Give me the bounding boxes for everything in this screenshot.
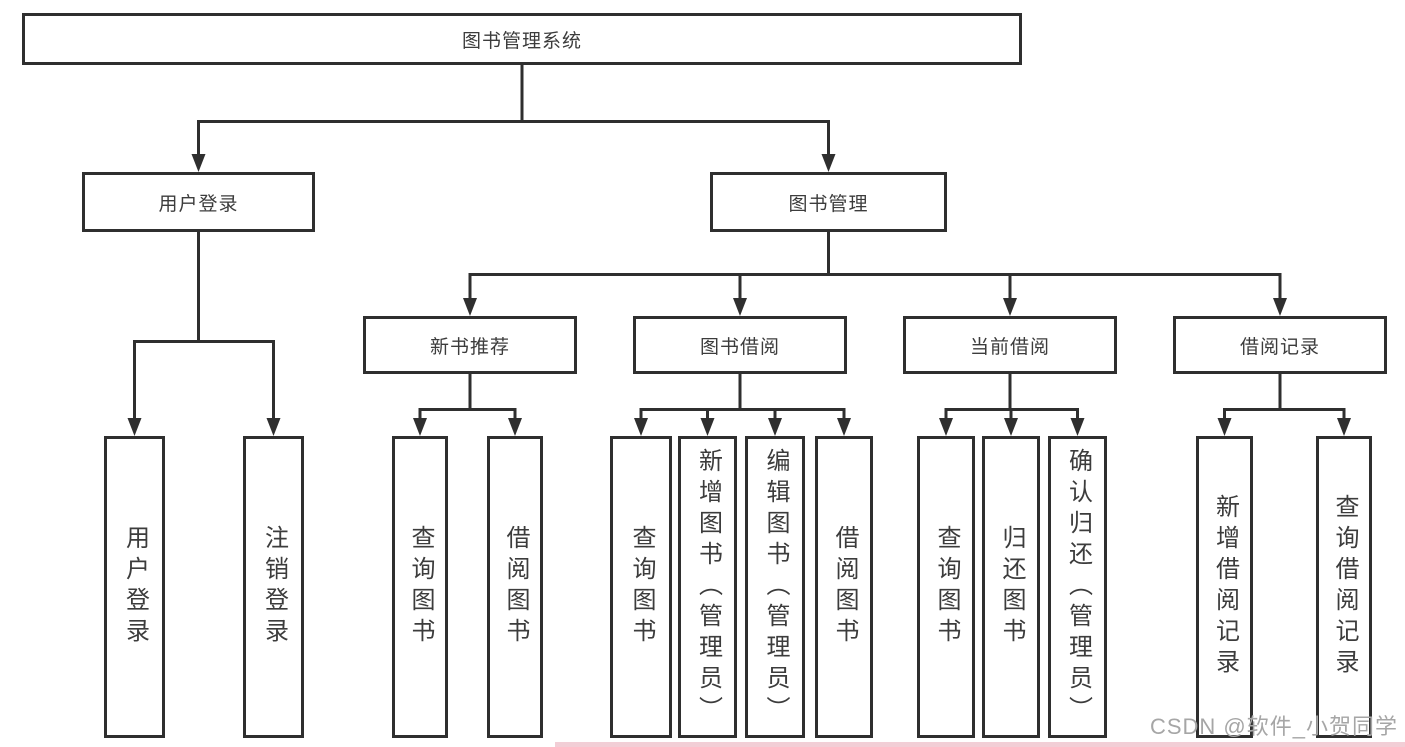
leaf-return-books: 归还图书 [982,436,1040,738]
connector-lines [133,64,1346,423]
leaf-borrow-books-2-label: 借阅图书 [831,525,858,649]
leaf-add-books-admin-label: 新增图书（管理员） [694,447,722,727]
leaf-query-borrow-record: 查询借阅记录 [1316,436,1372,738]
node-book-management: 图书管理 [710,172,947,232]
leaf-query-books-3: 查询图书 [917,436,975,738]
arrowhead-icons [127,154,1351,436]
watermark-strip [555,742,1405,747]
leaf-logout: 注销登录 [243,436,304,738]
leaf-query-books-1-label: 查询图书 [407,525,434,649]
node-book-management-system: 图书管理系统 [22,13,1022,65]
node-current-borrow: 当前借阅 [903,316,1117,374]
leaf-add-books-admin: 新增图书（管理员） [678,436,737,738]
leaf-query-books-3-label: 查询图书 [933,525,960,649]
leaf-edit-books-admin-label: 编辑图书（管理员） [762,447,789,727]
leaf-query-borrow-record-label: 查询借阅记录 [1331,494,1358,680]
leaf-borrow-books-2: 借阅图书 [815,436,873,738]
leaf-query-books-1: 查询图书 [392,436,448,738]
leaf-user-login: 用户登录 [104,436,165,738]
leaf-borrow-books-1: 借阅图书 [487,436,543,738]
node-book-borrow: 图书借阅 [633,316,847,374]
leaf-add-borrow-record-label: 新增借阅记录 [1211,494,1239,680]
node-new-book-recommend: 新书推荐 [363,316,577,374]
leaf-query-books-2-label: 查询图书 [628,525,655,649]
leaf-borrow-books-1-label: 借阅图书 [502,525,529,649]
leaf-user-login-label: 用户登录 [121,525,149,649]
leaf-return-books-label: 归还图书 [998,525,1025,649]
leaf-query-books-2: 查询图书 [610,436,672,738]
leaf-confirm-return-admin: 确认归还（管理员） [1048,436,1107,738]
csdn-watermark: CSDN @软件_小贺同学 [1149,714,1398,739]
leaf-confirm-return-admin-label: 确认归还（管理员） [1064,447,1092,727]
leaf-add-borrow-record: 新增借阅记录 [1196,436,1253,738]
node-borrow-record: 借阅记录 [1173,316,1387,374]
leaf-logout-label: 注销登录 [260,525,288,649]
node-user-login: 用户登录 [82,172,315,232]
leaf-edit-books-admin: 编辑图书（管理员） [745,436,805,738]
